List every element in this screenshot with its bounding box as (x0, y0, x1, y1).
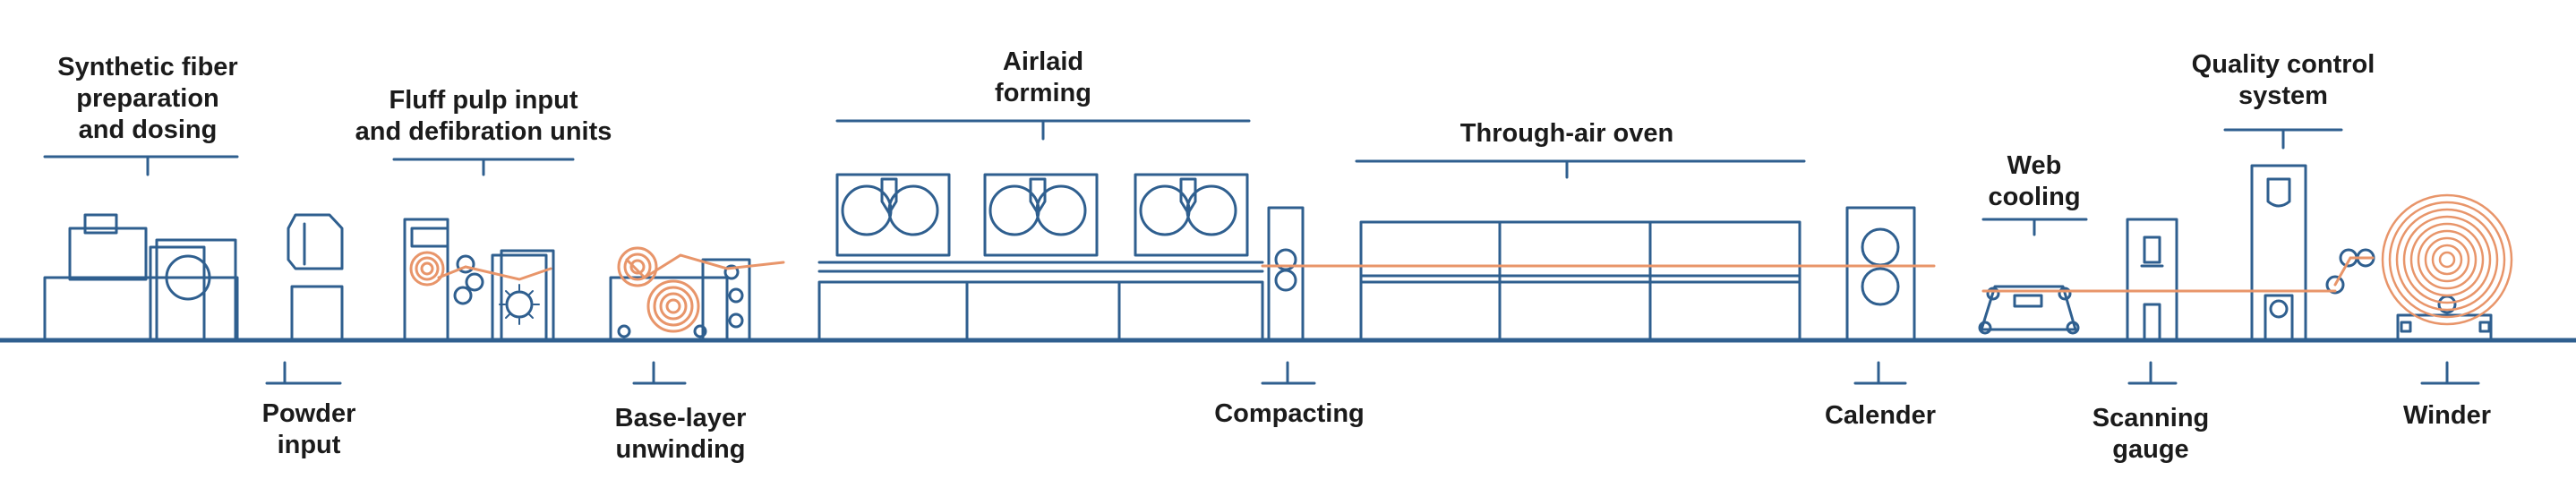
quality-control-unit (2250, 164, 2307, 342)
base-layer-unwinding-unit (609, 258, 751, 342)
scanning-gauge-unit (2126, 218, 2178, 342)
calender-unit (1845, 206, 1916, 342)
synthetic-fiber-machine (43, 213, 239, 342)
fluff-pulp-roll (409, 251, 445, 287)
winder-unit (2325, 248, 2493, 342)
compacting-unit (1267, 206, 1305, 342)
label-winder: Winder (2402, 401, 2492, 430)
label-compacting: Compacting (1214, 399, 1365, 428)
label-through-air-oven: Through-air oven (1459, 119, 1674, 148)
bottom-label-brackets (265, 361, 2480, 385)
web-path (437, 253, 2375, 293)
web-cooling-unit (1978, 285, 2080, 335)
through-air-oven (1359, 220, 1801, 342)
base-layer-roll-top (617, 246, 658, 287)
label-calender: Calender (1824, 401, 1937, 430)
top-label-brackets (43, 119, 2343, 236)
powder-input-unit (287, 213, 344, 342)
airlaid-forming-unit (817, 173, 1264, 342)
winder-roll (2381, 193, 2513, 326)
base-layer-roll-bottom (646, 279, 700, 333)
